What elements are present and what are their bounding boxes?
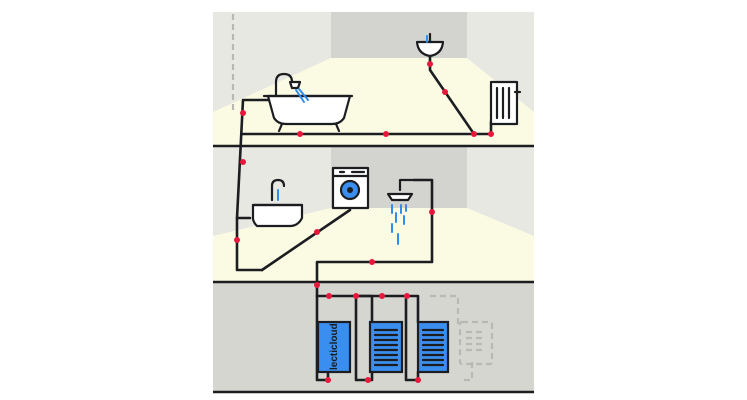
valve-dot (415, 377, 421, 383)
valve-dot (379, 293, 385, 299)
valve-dot (297, 131, 303, 137)
shower-icon (386, 178, 416, 245)
radiator-icon (489, 80, 522, 126)
valve-dot (353, 293, 359, 299)
valve-dot (471, 131, 477, 137)
upper-floor-back-wall (331, 12, 467, 58)
main-riser-pipe (315, 178, 434, 298)
valve-dot (427, 61, 433, 67)
sink-icon (251, 178, 304, 228)
valve-dot (240, 110, 246, 116)
valve-dot (234, 237, 240, 243)
heater2-pipe (354, 294, 374, 382)
valve-dot (314, 229, 320, 235)
valves (234, 61, 494, 383)
pipework (235, 54, 493, 382)
valve-dot (325, 377, 331, 383)
ghost-pipe (430, 294, 460, 327)
valve-dot (429, 209, 435, 215)
water-heater-icon (416, 320, 450, 374)
washer-pipe (260, 208, 352, 272)
basin-pipe (428, 54, 476, 136)
washing-machine-icon (331, 166, 370, 210)
valve-dot (404, 293, 410, 299)
valve-dot (369, 259, 375, 265)
valve-dot (383, 131, 389, 137)
heater-brand-label: lecticloud (329, 323, 340, 370)
valve-dot (314, 282, 320, 288)
valve-dot (240, 159, 246, 165)
left-riser-pipe (235, 98, 277, 220)
valve-dot (326, 293, 332, 299)
valve-dot (488, 131, 494, 137)
valve-dot (365, 377, 371, 383)
heater2-feed (354, 294, 374, 324)
washbasin-icon (415, 32, 445, 58)
valve-dot (442, 89, 448, 95)
heater3-pipe (404, 294, 420, 382)
bathtub-icon (262, 72, 354, 133)
water-heater-icon (368, 320, 404, 374)
ghost-return (462, 362, 474, 382)
water-heater-icon: lecticloud (316, 320, 352, 374)
water-heater-icon-placeholder (458, 320, 494, 366)
left-supply-pipe (235, 216, 264, 272)
